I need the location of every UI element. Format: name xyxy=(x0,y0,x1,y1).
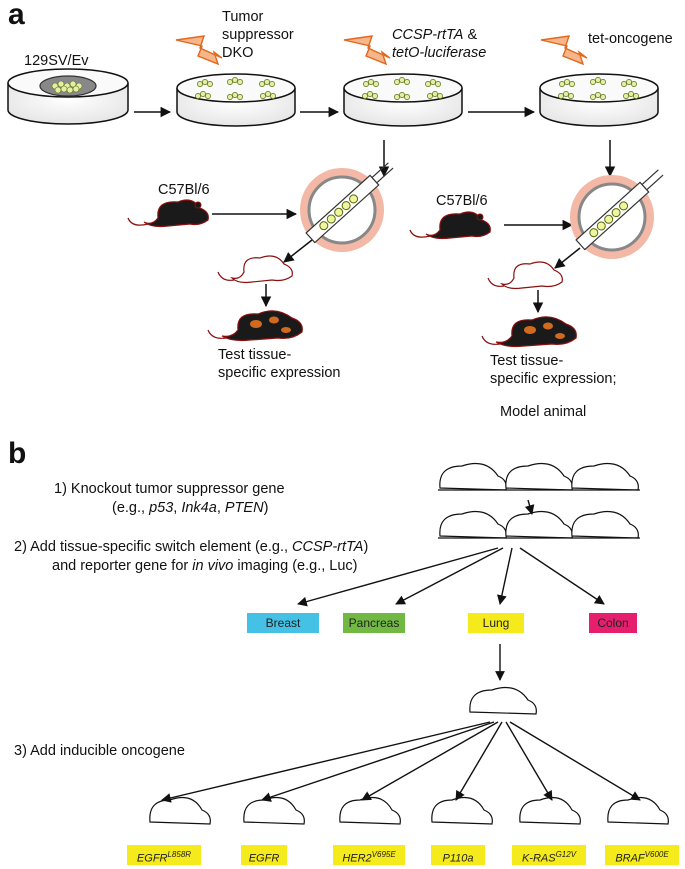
host-strain-left: C57Bl/6 xyxy=(158,182,210,198)
tissue-colon: Colon xyxy=(589,613,637,633)
lightning-icon xyxy=(175,35,223,66)
dish-dko xyxy=(176,73,296,127)
black-mouse-icon xyxy=(409,211,491,240)
white-mouse-icon xyxy=(487,261,563,290)
lightning-icon xyxy=(540,35,588,66)
mouse-outlines-b xyxy=(149,463,669,825)
tumor-mouse-icon xyxy=(481,316,577,348)
lightning-icon xyxy=(343,35,391,66)
step3-label: 3) Add inducible oncogene xyxy=(14,743,185,759)
test-right-line2: specific expression; xyxy=(490,371,617,387)
teto-luciferase-label: tetO-luciferase xyxy=(392,45,487,61)
step1-line1: 1) Knockout tumor suppressor gene xyxy=(54,481,285,497)
panel-b-label: b xyxy=(8,437,27,470)
injection-right xyxy=(570,169,664,259)
step1-line2: (e.g., p53, Ink4a, PTEN) xyxy=(112,500,269,516)
test-left-line2: specific expression xyxy=(218,365,341,381)
black-mouse-icon xyxy=(127,199,209,228)
ccsp-rtta-label: CCSP-rtTA & xyxy=(392,27,478,43)
step2-line1: 2) Add tissue-specific switch element (e… xyxy=(14,539,369,555)
arrows-panel-b xyxy=(161,499,641,803)
tissue-breast: Breast xyxy=(247,613,319,633)
dish-ccsp xyxy=(343,73,463,127)
step2-line2: and reporter gene for in vivo imaging (e… xyxy=(52,558,358,574)
tissue-pancreas: Pancreas xyxy=(343,613,405,633)
dish-129sv xyxy=(7,68,129,125)
tet-oncogene-label: tet-oncogene xyxy=(588,31,673,47)
tumor-suppressor-line2: suppressor xyxy=(222,27,294,43)
tissue-lung: Lung xyxy=(468,613,524,633)
test-right-line1: Test tissue- xyxy=(490,353,564,369)
white-mouse-icon xyxy=(217,255,293,284)
dish-tet-oncogene xyxy=(539,73,659,127)
oncogene-kras-g12v: K-RASG12V xyxy=(512,845,586,865)
tumor-suppressor-line1: Tumor xyxy=(222,9,264,25)
oncogene-her2-v695e: HER2V695E xyxy=(333,845,405,865)
arrows-panel-a xyxy=(134,106,616,314)
test-left-line1: Test tissue- xyxy=(218,347,292,363)
oncogene-egfr: EGFR xyxy=(241,845,287,865)
tumor-mouse-icon xyxy=(207,310,303,342)
host-strain-right: C57Bl/6 xyxy=(436,193,488,209)
strain-129-label: 129SV/Ev xyxy=(24,53,89,69)
tumor-suppressor-line3: DKO xyxy=(222,45,254,61)
oncogene-egfr-l858r: EGFRL858R xyxy=(127,845,201,865)
oncogene-p110a: P110a xyxy=(431,845,485,865)
panel-a-label: a xyxy=(8,0,25,31)
oncogene-braf-v600e: BRAFV600E xyxy=(605,845,679,865)
model-animal-label: Model animal xyxy=(500,404,587,420)
injection-left xyxy=(300,162,394,252)
